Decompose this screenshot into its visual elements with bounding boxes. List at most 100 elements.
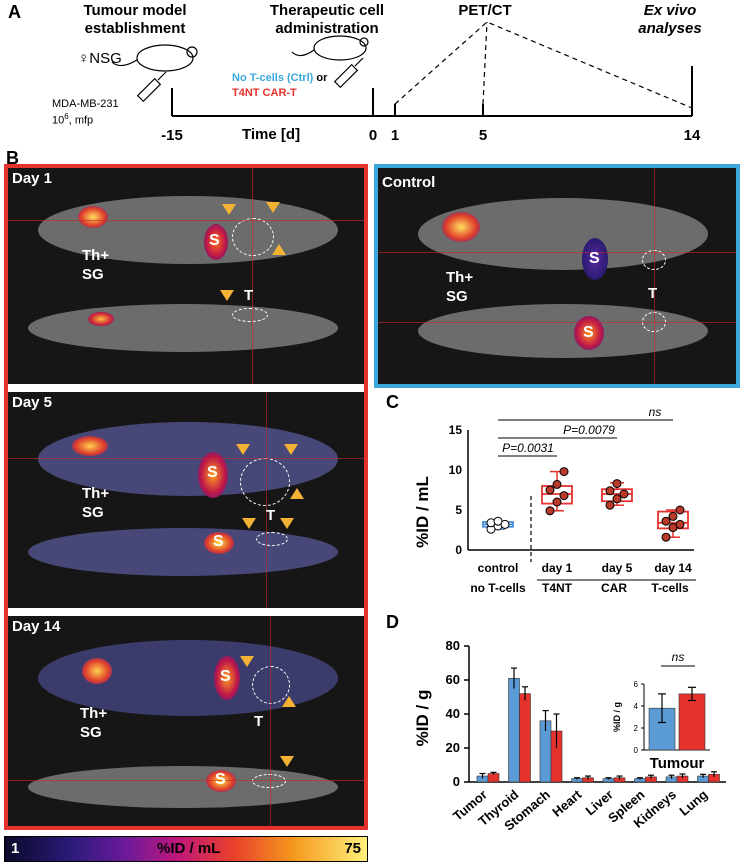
stomach-signal-sagittal xyxy=(574,316,604,350)
crosshair-v xyxy=(252,168,253,384)
sg-label: SG xyxy=(82,504,104,521)
day-label: Day 1 xyxy=(12,170,53,187)
tumour-region-sagittal xyxy=(232,308,268,322)
inset-y-tick: 2 xyxy=(634,724,639,733)
x-tick-label: Heart xyxy=(549,786,585,819)
data-point xyxy=(552,497,562,507)
car-label: T4NT CAR-T xyxy=(232,87,297,99)
sg-label: SG xyxy=(446,288,468,305)
y-tick: 20 xyxy=(446,740,460,755)
stat-ns-day14: ns xyxy=(649,405,662,419)
mouse-label: ♀NSG xyxy=(78,50,122,67)
inset-x-title: Tumour xyxy=(650,755,705,772)
arrowhead-4 xyxy=(220,290,234,301)
scan-control: S S Th+ SG T Control xyxy=(378,168,736,384)
crosshair-h-2 xyxy=(378,322,736,323)
y-tick: 40 xyxy=(446,706,460,721)
scan-day-5: S S Th+ SG T Day 5 xyxy=(8,392,364,608)
inset-y-tick: 0 xyxy=(634,746,639,755)
y-tick: 5 xyxy=(455,503,462,517)
time-axis-label: Time [d] xyxy=(242,126,301,143)
group-label-ctrl: no T-cells xyxy=(470,581,526,595)
y-axis-title: %ID / g xyxy=(413,690,432,747)
inset-y-title: %ID / g xyxy=(612,702,622,732)
panel-c-letter: C xyxy=(386,392,399,412)
stomach-marker-sagittal: S xyxy=(583,324,594,341)
thyroid-signal xyxy=(442,212,480,242)
header-ex-vivo-text: Ex vivo analyses xyxy=(638,2,702,37)
tumour-region-coronal xyxy=(252,666,290,704)
significance-brackets xyxy=(498,419,673,457)
arrowhead-1 xyxy=(222,204,236,215)
colorbar-max: 75 xyxy=(344,840,361,857)
tumour-label: T xyxy=(244,287,254,304)
crosshair-v xyxy=(270,616,271,826)
panel-a-letter: A xyxy=(8,2,21,22)
stomach-signal xyxy=(204,224,228,260)
crosshair-h xyxy=(8,780,364,781)
arrowhead-1 xyxy=(236,444,250,455)
header-ex-vivo: Ex vivo analyses xyxy=(620,2,720,38)
header-pet-ct: PET/CT xyxy=(440,2,530,20)
box-plot-area xyxy=(482,467,689,542)
arrowhead-3 xyxy=(280,756,294,767)
mouse-body-sagittal xyxy=(28,304,338,352)
stomach-marker: S xyxy=(209,232,220,249)
day-label: Day 5 xyxy=(12,394,53,411)
bar xyxy=(519,693,531,783)
stomach-signal xyxy=(582,238,608,280)
th-label: Th+ xyxy=(446,269,474,286)
y-tick: 80 xyxy=(446,638,460,653)
header-pet-ct-text: PET/CT xyxy=(458,2,512,19)
arrowhead-2 xyxy=(282,696,296,707)
cell-dose-site: , mfp xyxy=(68,114,94,127)
cell-dose-exp: 6 xyxy=(64,112,69,121)
th-sg-label: Th+ SG xyxy=(82,484,109,522)
or-label: or xyxy=(316,72,328,84)
colorbar-min: 1 xyxy=(11,840,20,857)
sg-label: SG xyxy=(80,724,102,741)
data-point xyxy=(661,516,671,526)
stomach-marker: S xyxy=(589,250,600,267)
data-point xyxy=(605,500,615,510)
group-label-tcells: T-cells xyxy=(651,581,689,595)
stomach-marker-sagittal: S xyxy=(215,771,226,788)
scan-day-1: S Th+ SG T Day 1 xyxy=(8,168,364,384)
y-tick: 0 xyxy=(453,774,460,789)
tick-label-14: 14 xyxy=(684,127,701,144)
data-point xyxy=(661,532,671,542)
x-tick-label: Lung xyxy=(676,787,710,819)
tumour-region-sagittal xyxy=(252,774,286,788)
data-point xyxy=(605,486,615,496)
y-axis-title: %ID / mL xyxy=(413,476,432,548)
syringe-icon-right xyxy=(333,57,364,89)
control-scan-frame xyxy=(374,164,740,388)
inset-bar xyxy=(678,693,706,751)
tick-label-0: 0 xyxy=(369,127,377,144)
tick-label-5: 5 xyxy=(479,127,487,144)
data-point xyxy=(675,505,685,515)
crosshair-h xyxy=(8,220,364,221)
x-tick-label: day 14 xyxy=(654,561,692,575)
day-label: Day 14 xyxy=(12,618,61,635)
treated-scans-frame xyxy=(4,164,368,830)
inset-bars xyxy=(648,686,706,751)
thyroid-signal xyxy=(82,658,112,684)
data-point xyxy=(668,511,678,521)
pet-ct-dashes xyxy=(394,21,693,109)
data-point xyxy=(675,519,685,529)
crosshair-v xyxy=(266,392,267,608)
th-label: Th+ xyxy=(82,247,110,264)
data-point xyxy=(559,491,569,501)
data-point xyxy=(612,479,622,489)
mouse-icon xyxy=(111,44,198,72)
header-cell-admin: Therapeutic cell administration xyxy=(252,2,402,38)
cell-dose-base: 10 xyxy=(52,114,65,127)
x-labels: control day 1 day 5 day 14 no T-cells T4… xyxy=(470,561,692,595)
data-point xyxy=(619,489,629,499)
x-labels: TumorThyroidStomachHeartLiverSpleenKidne… xyxy=(450,786,710,833)
group-label-t4nt: T4NT xyxy=(542,581,573,595)
stomach-signal-sagittal xyxy=(206,770,236,792)
